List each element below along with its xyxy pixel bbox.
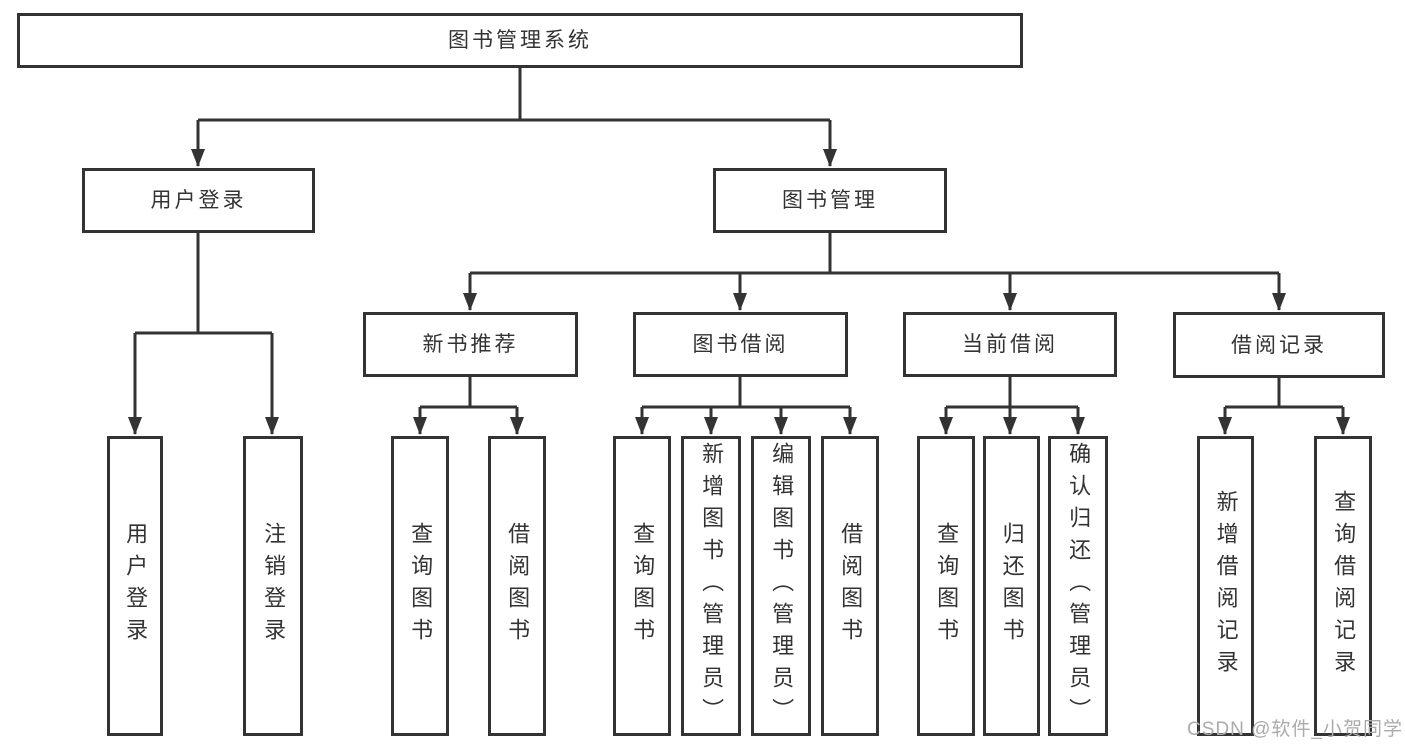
- node-borrow-records: 借阅记录: [1173, 312, 1385, 378]
- connector-book-mgmt: [463, 233, 1286, 311]
- node-book-mgmt: 图书管理: [713, 168, 947, 233]
- node-new-book-label: 新书推荐: [422, 333, 519, 356]
- connector-new-book: [413, 377, 524, 435]
- node-bb-borrow-books: 借阅图书: [821, 436, 879, 736]
- node-bb-add-books-label: 新增图书（管理员）: [699, 442, 725, 730]
- node-cb-query-books-label: 查询图书: [934, 522, 960, 650]
- node-nb-borrow-books: 借阅图书: [488, 436, 546, 736]
- node-nb-query-books-label: 查询图书: [408, 522, 434, 650]
- node-login: 用户登录: [107, 436, 163, 736]
- node-br-add-record: 新增借阅记录: [1197, 436, 1254, 736]
- connector-current-borrow: [939, 377, 1085, 435]
- node-br-query-record: 查询借阅记录: [1314, 436, 1372, 736]
- node-cb-return-books-label: 归还图书: [999, 522, 1025, 650]
- connector-book-borrow: [635, 377, 857, 435]
- node-bb-query-books: 查询图书: [613, 436, 671, 736]
- node-book-borrow: 图书借阅: [633, 312, 848, 377]
- node-current-borrow: 当前借阅: [903, 312, 1117, 377]
- node-cb-query-books: 查询图书: [917, 436, 975, 736]
- node-book-borrow-label: 图书借阅: [692, 333, 789, 356]
- node-nb-query-books: 查询图书: [391, 436, 449, 736]
- node-user-login-label: 用户登录: [150, 189, 247, 212]
- node-bb-add-books: 新增图书（管理员）: [681, 436, 741, 736]
- node-logout-label: 注销登录: [261, 522, 287, 650]
- node-root-label: 图书管理系统: [448, 29, 592, 52]
- connector-borrow-records: [1218, 378, 1350, 435]
- node-new-book: 新书推荐: [363, 312, 578, 377]
- node-user-login: 用户登录: [82, 168, 315, 233]
- connector-root: [191, 68, 837, 167]
- csdn-watermark: CSDN @软件_小贺同学: [1187, 719, 1403, 740]
- node-br-add-record-label: 新增借阅记录: [1213, 490, 1239, 682]
- node-bb-edit-books: 编辑图书（管理员）: [751, 436, 811, 736]
- node-bb-query-books-label: 查询图书: [630, 522, 656, 650]
- node-br-query-record-label: 查询借阅记录: [1331, 490, 1357, 682]
- node-bb-borrow-books-label: 借阅图书: [838, 522, 864, 650]
- node-cb-confirm-return-label: 确认归还（管理员）: [1066, 442, 1092, 730]
- node-nb-borrow-books-label: 借阅图书: [505, 522, 531, 650]
- node-cb-confirm-return: 确认归还（管理员）: [1048, 436, 1108, 736]
- node-logout: 注销登录: [243, 436, 303, 736]
- node-book-mgmt-label: 图书管理: [782, 189, 878, 212]
- node-login-label: 用户登录: [123, 522, 149, 650]
- node-bb-edit-books-label: 编辑图书（管理员）: [769, 442, 795, 730]
- node-root: 图书管理系统: [17, 13, 1023, 68]
- node-current-borrow-label: 当前借阅: [962, 333, 1058, 356]
- node-borrow-records-label: 借阅记录: [1231, 333, 1327, 357]
- connector-user-login: [128, 233, 279, 435]
- node-cb-return-books: 归还图书: [983, 436, 1040, 736]
